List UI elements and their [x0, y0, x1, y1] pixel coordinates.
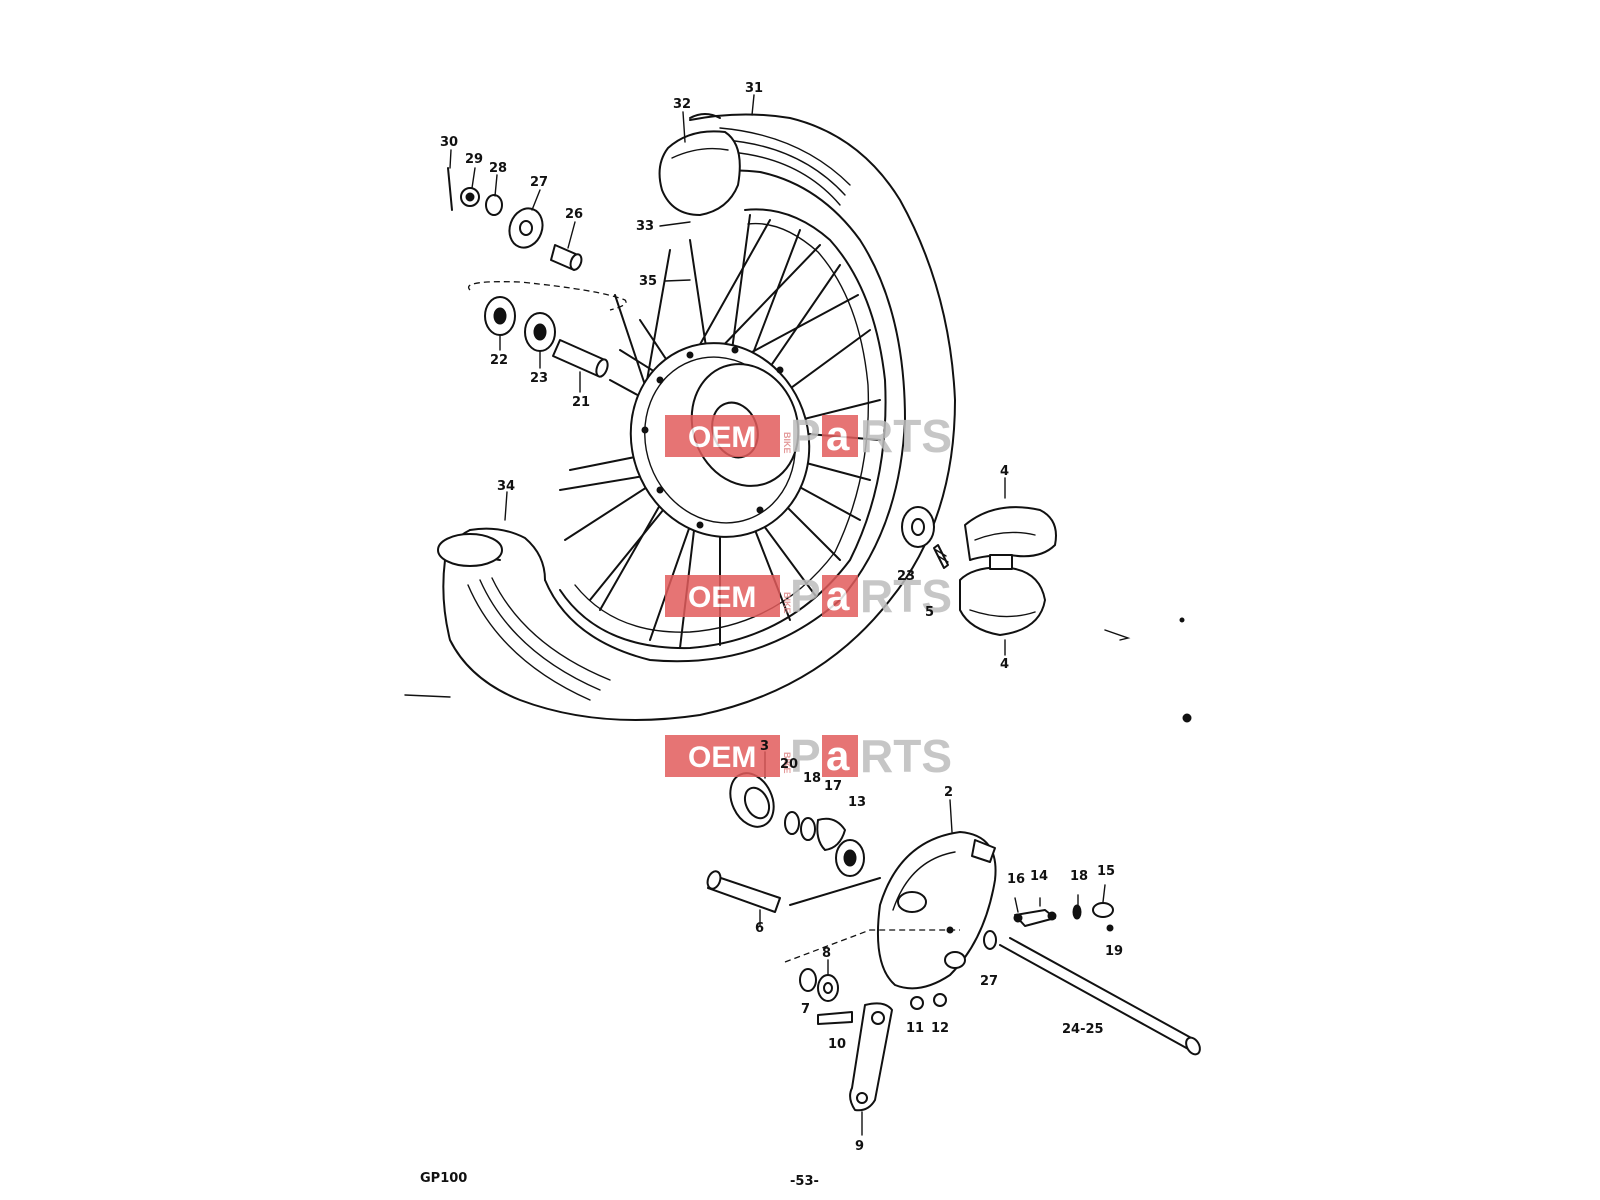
callout-24-25: 24-25	[1062, 1022, 1104, 1037]
callout-23-right: 23	[897, 569, 915, 584]
callout-10: 10	[828, 1037, 846, 1052]
model-footer: GP100	[420, 1171, 467, 1186]
svg-text:OEM: OEM	[688, 741, 756, 774]
callout-23: 23	[530, 371, 548, 386]
callout-4-top: 4	[1000, 464, 1009, 479]
svg-text:RTS: RTS	[860, 730, 952, 782]
callout-17: 17	[824, 779, 842, 794]
callout-11: 11	[906, 1021, 924, 1036]
svg-text:BIKE: BIKE	[782, 592, 792, 614]
callout-12: 12	[931, 1021, 949, 1036]
front-axle	[983, 930, 1201, 1056]
washers-and-bolt	[799, 968, 947, 1025]
callout-28: 28	[489, 161, 507, 176]
callout-2: 2	[944, 785, 953, 800]
callout-9: 9	[855, 1139, 864, 1154]
svg-text:BIKE: BIKE	[782, 752, 792, 774]
stray-mark	[404, 694, 451, 698]
callout-5: 5	[925, 605, 934, 620]
svg-text:RTS: RTS	[860, 410, 952, 462]
svg-text:P: P	[790, 730, 821, 782]
callout-16: 16	[1007, 872, 1025, 887]
speedometer-drive	[706, 870, 881, 913]
svg-text:a: a	[826, 572, 850, 619]
svg-text:a: a	[826, 732, 850, 779]
callout-22: 22	[490, 353, 508, 368]
page-number: -53-	[790, 1174, 819, 1189]
spacer-and-spring	[901, 506, 949, 569]
callout-34: 34	[497, 479, 515, 494]
svg-text:P: P	[790, 570, 821, 622]
callout-6: 6	[755, 921, 764, 936]
brake-shoes	[959, 506, 1057, 636]
callout-18-right: 18	[1070, 869, 1088, 884]
stray-mark	[1104, 629, 1131, 641]
svg-text:BIKE: BIKE	[782, 432, 792, 454]
callout-8: 8	[822, 946, 831, 961]
callout-15: 15	[1097, 864, 1115, 879]
callout-4-bottom: 4	[1000, 657, 1009, 672]
brake-panel	[876, 831, 997, 990]
callout-32: 32	[673, 97, 691, 112]
brake-cam-lever	[849, 1002, 893, 1112]
callout-7: 7	[801, 1002, 810, 1017]
svg-text:RTS: RTS	[860, 570, 952, 622]
dust-seal-and-bearing	[729, 772, 865, 877]
callout-30: 30	[440, 135, 458, 150]
watermark-1: OEM BIKE P a RTS	[665, 410, 952, 462]
callout-19: 19	[1105, 944, 1123, 959]
callout-14: 14	[1030, 869, 1048, 884]
svg-text:P: P	[790, 410, 821, 462]
bearing-group-left	[484, 296, 609, 378]
stray-mark	[1182, 713, 1192, 723]
watermark-3: OEM BIKE P a RTS	[665, 730, 952, 782]
callout-29: 29	[465, 152, 483, 167]
svg-text:a: a	[826, 412, 850, 459]
assembly-dashed-line-top	[467, 281, 627, 311]
axle-nut-group	[447, 167, 583, 271]
callout-31: 31	[745, 81, 763, 96]
callout-3: 3	[760, 739, 769, 754]
callout-18-left: 18	[803, 771, 821, 786]
callout-20: 20	[780, 757, 798, 772]
svg-text:OEM: OEM	[688, 421, 756, 454]
tire	[437, 113, 956, 721]
svg-text:OEM: OEM	[688, 581, 756, 614]
callout-13: 13	[848, 795, 866, 810]
watermark-2: OEM BIKE P a RTS	[665, 570, 952, 622]
brake-camshaft-parts	[1013, 902, 1114, 932]
callout-labels: 30 29 28 27 26 32 31 33 35 22 23 21 34 4…	[440, 81, 1123, 1154]
inner-tube	[658, 113, 741, 216]
assembly-dashed-line-bottom	[784, 929, 960, 963]
rim	[559, 208, 887, 650]
callout-21: 21	[572, 395, 590, 410]
callout-27: 27	[530, 175, 548, 190]
callout-26: 26	[565, 207, 583, 222]
callout-27-lower: 27	[980, 974, 998, 989]
callout-33: 33	[636, 219, 654, 234]
stray-mark	[1179, 617, 1185, 623]
callout-35: 35	[639, 274, 657, 289]
